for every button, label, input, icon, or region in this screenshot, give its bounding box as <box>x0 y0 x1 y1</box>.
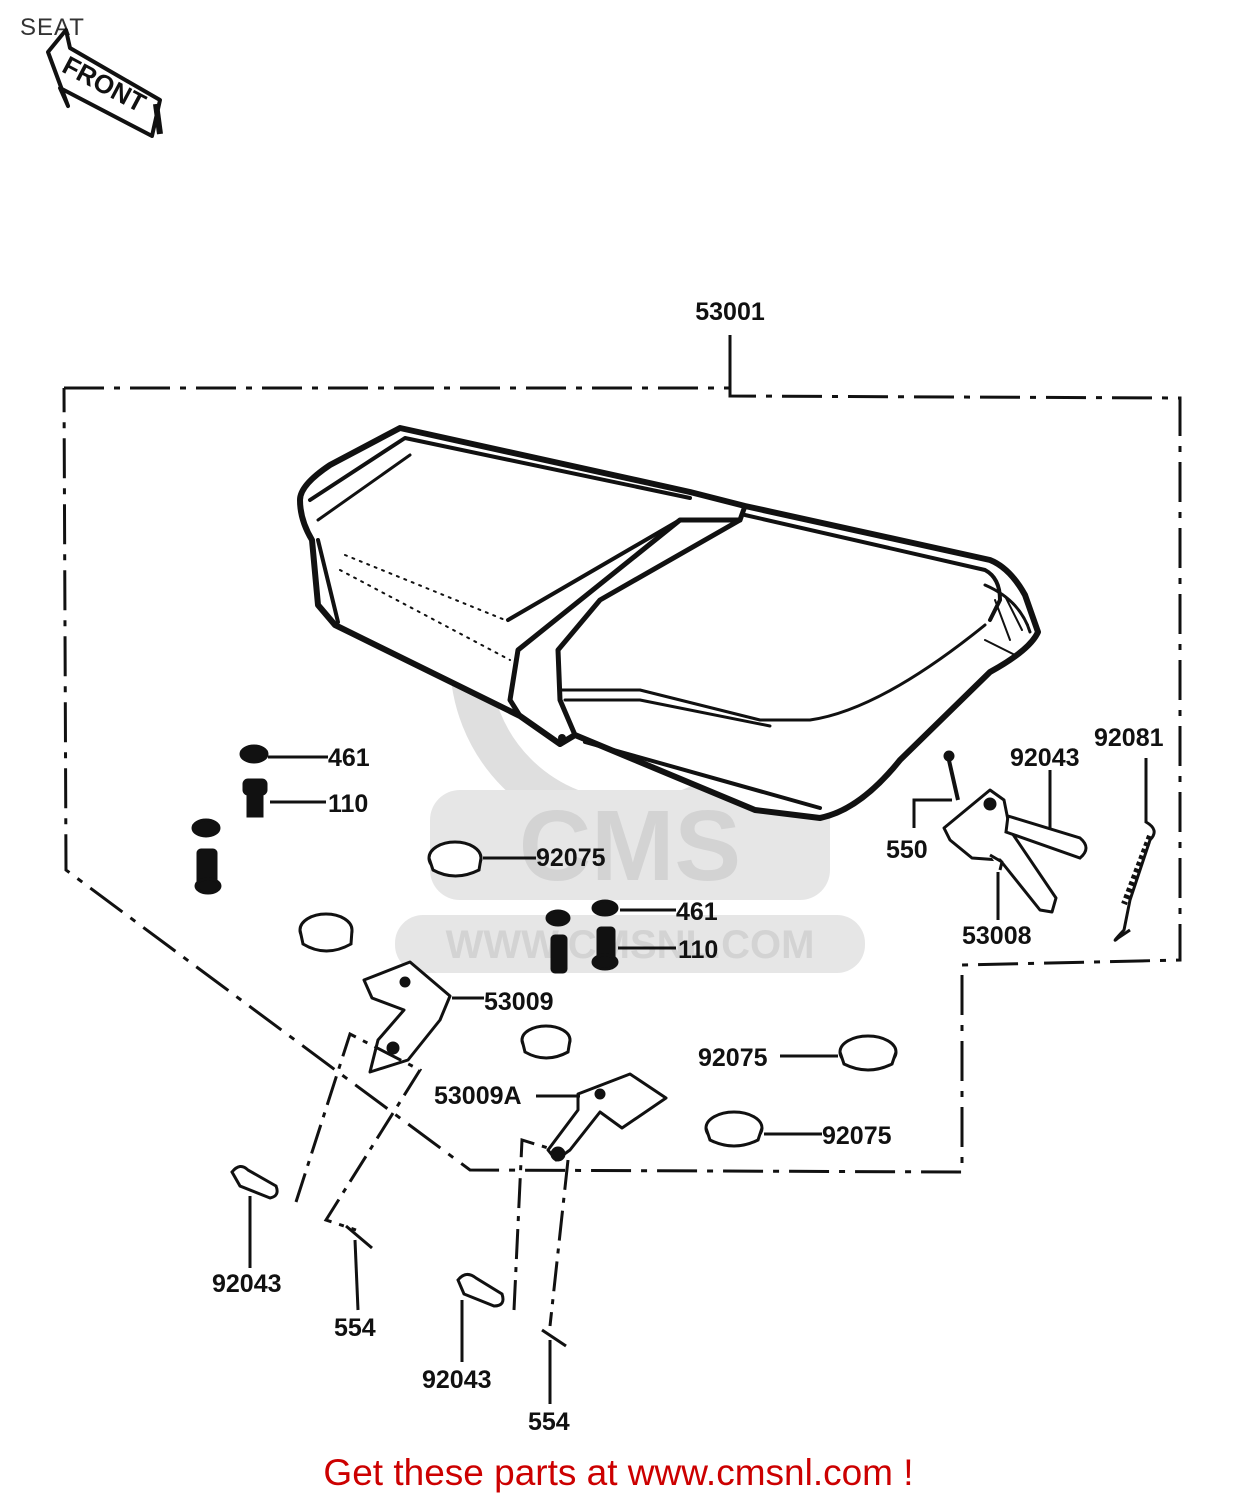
label-92081: 92081 <box>1094 724 1164 752</box>
footer-parts-link[interactable]: Get these parts at www.cmsnl.com ! <box>323 1452 914 1493</box>
label-53001: 53001 <box>695 298 765 326</box>
label-550: 550 <box>886 836 928 864</box>
brackets <box>362 788 1058 1162</box>
label-92075-b: 92075 <box>536 844 606 872</box>
label-92043-mid: 92043 <box>422 1366 492 1394</box>
label-110-b: 110 <box>678 936 718 964</box>
watermark-site: WWW.CMSNL.COM <box>446 923 815 967</box>
label-92075-c: 92075 <box>698 1044 768 1072</box>
label-461-b: 461 <box>676 898 718 926</box>
label-92075-d: 92075 <box>822 1122 892 1150</box>
label-461-a: 461 <box>328 744 370 772</box>
diagram-title: SEAT <box>20 14 85 41</box>
front-arrow: FRONT <box>46 28 163 138</box>
label-110-a: 110 <box>328 790 368 818</box>
hardware-parts <box>191 744 898 1148</box>
label-554-mid: 554 <box>528 1408 570 1436</box>
label-53009a: 53009A <box>434 1082 522 1110</box>
label-92043-left: 92043 <box>212 1270 282 1298</box>
label-92043-top: 92043 <box>1010 744 1080 772</box>
label-53008: 53008 <box>962 922 1032 950</box>
watermark-logo: CMS <box>519 790 741 902</box>
label-554-left: 554 <box>334 1314 376 1342</box>
label-53009: 53009 <box>484 988 554 1016</box>
pins-and-clips <box>230 750 1156 1404</box>
part-labels: 53001 461 110 92075 461 110 53009 92075 … <box>212 298 1164 1436</box>
assembly-boundary <box>62 386 1182 1174</box>
seat-assembly <box>297 425 1041 821</box>
